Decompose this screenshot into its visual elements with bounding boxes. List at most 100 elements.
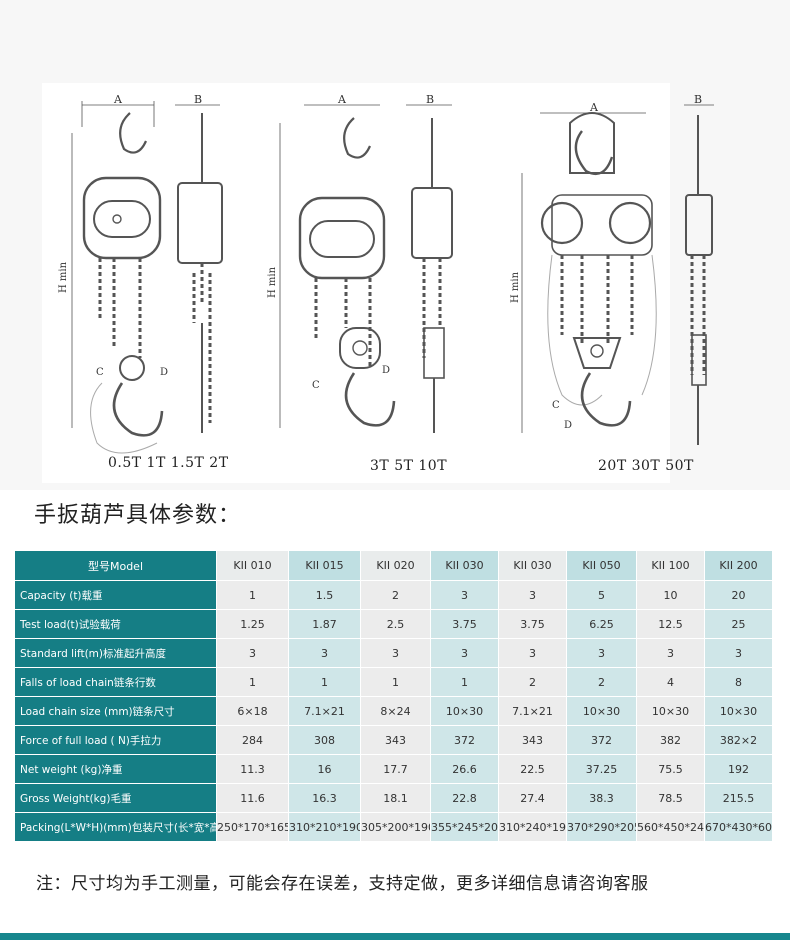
caption-large: 20T 30T 50T [598,458,694,474]
table-cell: 560*450*245 [636,812,705,842]
table-cell: 3 [498,580,567,610]
dim-label-b: B [194,93,202,106]
table-cell: 12.5 [636,609,705,639]
model-header: KII 200 [704,550,773,581]
svg-text:D: D [382,365,390,376]
row-label: Test load(t)试验载荷 [14,609,217,639]
diagram-panel: A B H min C D [42,83,710,483]
model-header: KII 030 [498,550,567,581]
table-cell: 25 [704,609,773,639]
table-cell: 1 [360,667,431,697]
spec-table: 型号Model KII 010 KII 015 KII 020 KII 030 … [14,550,773,842]
table-cell: 3 [216,638,289,668]
drawing-large-hoist: A H min C D [510,101,710,433]
svg-text:D: D [160,367,168,378]
model-header: KII 100 [636,550,705,581]
svg-text:H min: H min [510,271,521,303]
caption-medium: 3T 5T 10T [370,458,448,474]
table-cell: 75.5 [636,754,705,784]
svg-text:A: A [337,93,347,106]
table-cell: 1 [216,667,289,697]
row-label: Standard lift(m)标准起升高度 [14,638,217,668]
table-cell: 1.25 [216,609,289,639]
table-cell: 10×30 [636,696,705,726]
svg-text:H min: H min [267,266,278,298]
table-cell: 22.8 [430,783,499,813]
model-header: KII 015 [288,550,361,581]
table-cell: 5 [566,580,637,610]
table-header-row: 型号Model KII 010 KII 015 KII 020 KII 030 … [14,550,773,581]
row-label: Load chain size (mm)链条尺寸 [14,696,217,726]
svg-text:D: D [564,420,572,431]
table-cell: 215.5 [704,783,773,813]
table-cell: 7.1×21 [288,696,361,726]
table-cell: 250*170*165 [216,812,289,842]
table-cell: 3 [430,580,499,610]
table-cell: 6.25 [566,609,637,639]
table-cell: 26.6 [430,754,499,784]
table-cell: 382 [636,725,705,755]
table-cell: 3 [498,638,567,668]
svg-text:A: A [589,101,599,114]
table-cell: 10×30 [704,696,773,726]
table-cell: 11.6 [216,783,289,813]
row-label: Packing(L*W*H)(mm)包装尺寸(长*宽*高) [14,812,217,842]
table-cell: 1 [288,667,361,697]
svg-text:C: C [96,367,104,378]
table-cell: 78.5 [636,783,705,813]
svg-text:C: C [312,380,320,391]
table-row: Packing(L*W*H)(mm)包装尺寸(长*宽*高)250*170*165… [14,812,773,842]
table-cell: 10×30 [566,696,637,726]
row-label: Gross Weight(kg)毛重 [14,783,217,813]
table-cell: 18.1 [360,783,431,813]
model-header: KII 020 [360,550,431,581]
table-cell: 308 [288,725,361,755]
table-cell: 1 [430,667,499,697]
table-cell: 1 [216,580,289,610]
table-cell: 372 [566,725,637,755]
table-cell: 1.5 [288,580,361,610]
table-cell: 3 [636,638,705,668]
row-label: Force of full load ( N)手拉力 [14,725,217,755]
table-cell: 343 [498,725,567,755]
svg-text:B: B [426,93,434,106]
table-cell: 20 [704,580,773,610]
table-cell: 2 [566,667,637,697]
table-cell: 1.87 [288,609,361,639]
table-cell: 382×2 [704,725,773,755]
model-header: KII 030 [430,550,499,581]
table-cell: 11.3 [216,754,289,784]
table-cell: 372 [430,725,499,755]
table-cell: 2 [360,580,431,610]
table-cell: 10 [636,580,705,610]
drawing-medium-hoist: A B H min C D [267,93,453,433]
dim-label-h: H min [58,261,69,293]
table-cell: 16 [288,754,361,784]
section-title: 手扳葫芦具体参数： [34,503,242,528]
table-cell: 3 [360,638,431,668]
table-cell: 3.75 [498,609,567,639]
table-cell: 192 [704,754,773,784]
svg-text:B: B [694,95,702,106]
table-cell: 3 [566,638,637,668]
table-cell: 4 [636,667,705,697]
table-cell: 3.75 [430,609,499,639]
table-cell: 670*430*600 [704,812,773,842]
model-header: KII 010 [216,550,289,581]
table-cell: 310*240*190 [498,812,567,842]
header-label: 型号Model [14,550,217,581]
table-cell: 343 [360,725,431,755]
table-cell: 284 [216,725,289,755]
table-cell: 2 [498,667,567,697]
table-cell: 27.4 [498,783,567,813]
large-hoist-side-profile: B [684,95,714,445]
diagram-area: A B H min C D [42,83,714,483]
table-cell: 10×30 [430,696,499,726]
bottom-accent-bar [0,933,790,940]
